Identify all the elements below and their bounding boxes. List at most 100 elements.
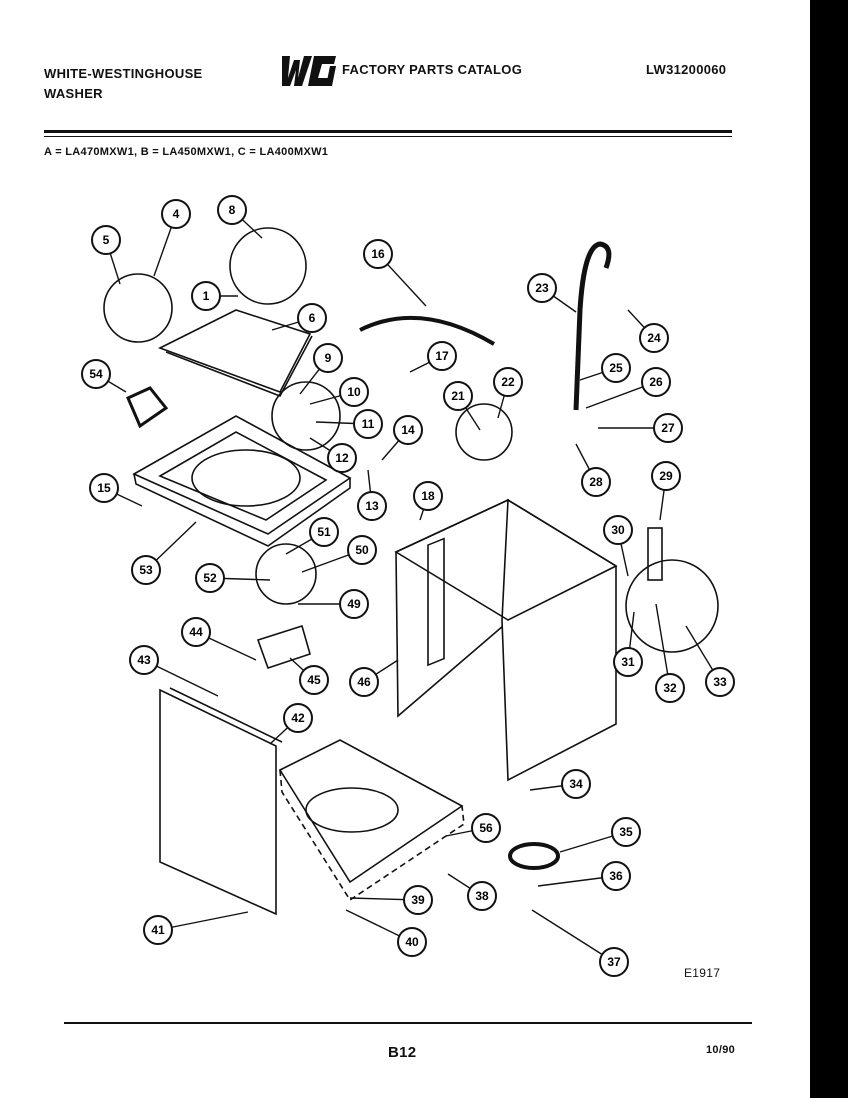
callout-5: 5 [91,225,121,285]
callout-label: 53 [139,563,153,577]
callout-51: 51 [285,517,339,555]
callout-label: 35 [619,825,633,839]
callout-45: 45 [289,657,329,695]
callout-label: 6 [309,311,316,325]
callout-label: 13 [365,499,379,513]
callout-53: 53 [131,521,197,585]
callout-22: 22 [493,367,523,419]
callout-label: 24 [647,331,661,345]
callout-15: 15 [89,473,143,507]
callout-16: 16 [363,239,427,307]
callout-41: 41 [143,911,249,945]
callout-label: 14 [401,423,415,437]
callout-12: 12 [309,437,357,473]
callout-label: 15 [97,481,111,495]
callout-label: 51 [317,525,331,539]
callout-label: 5 [103,233,110,247]
callout-54: 54 [81,359,127,393]
catalog-title: FACTORY PARTS CATALOG [342,62,523,77]
callout-label: 44 [189,625,203,639]
callout-label: 16 [371,247,385,261]
callout-42: 42 [269,703,313,745]
callout-52: 52 [195,563,271,593]
callout-39: 39 [349,885,433,915]
callout-label: 27 [661,421,675,435]
callout-17: 17 [409,341,457,373]
page-number: B12 [388,1044,417,1061]
callout-37: 37 [531,909,629,977]
callout-1: 1 [191,281,238,311]
callout-label: 21 [451,389,465,403]
callout-23: 23 [527,273,577,313]
callout-label: 4 [173,207,180,221]
callout-9: 9 [299,343,343,395]
callout-label: 42 [291,711,305,725]
callout-21: 21 [443,381,481,431]
callout-label: 9 [325,351,332,365]
footer-rule [64,1022,752,1024]
brand-name: WHITE-WESTINGHOUSE [44,66,203,81]
callout-label: 32 [663,681,677,695]
callout-38: 38 [447,873,497,911]
callout-label: 28 [589,475,603,489]
callout-label: 34 [569,777,583,791]
callout-11: 11 [315,409,383,439]
callout-31: 31 [613,611,643,677]
callout-8: 8 [217,195,263,239]
callout-label: 10 [347,385,361,399]
callout-27: 27 [598,413,683,443]
callout-32: 32 [655,603,685,703]
callout-10: 10 [309,377,369,407]
callout-44: 44 [181,617,257,661]
callout-label: 22 [501,375,515,389]
callout-14: 14 [381,415,423,461]
callout-30: 30 [603,515,633,577]
callout-label: 18 [421,489,435,503]
callout-label: 1 [203,289,210,303]
model-key: A = LA470MXW1, B = LA450MXW1, C = LA400M… [44,146,329,158]
callout-40: 40 [345,909,427,957]
callout-28: 28 [575,443,611,497]
callout-label: 56 [479,821,493,835]
callout-label: 36 [609,869,623,883]
callout-label: 49 [347,597,361,611]
front-panel [159,688,277,916]
callout-50: 50 [301,535,377,573]
callout-label: 12 [335,451,349,465]
callout-label: 46 [357,675,371,689]
callout-label: 17 [435,349,449,363]
callout-label: 33 [713,675,727,689]
callout-label: 31 [621,655,635,669]
callout-label: 54 [89,367,103,381]
callout-label: 39 [411,893,425,907]
callout-label: 40 [405,935,419,949]
callout-label: 50 [355,543,369,557]
callout-29: 29 [651,461,681,521]
callout-24: 24 [627,309,669,353]
callout-25: 25 [579,353,631,383]
callout-label: 26 [649,375,663,389]
callout-label: 8 [229,203,236,217]
callout-4: 4 [153,199,191,277]
callout-label: 29 [659,469,673,483]
figure-code: E1917 [684,966,721,980]
callout-34: 34 [529,769,591,799]
callout-label: 52 [203,571,217,585]
callout-label: 11 [362,417,375,431]
product-type: WASHER [44,86,103,101]
callout-13: 13 [357,469,387,521]
callout-label: 41 [151,923,165,937]
callout-46: 46 [349,659,399,697]
callout-label: 38 [475,889,489,903]
callout-26: 26 [585,367,671,409]
callout-33: 33 [685,625,735,697]
scan-border [810,0,848,1098]
document-number: LW31200060 [646,62,727,77]
callout-49: 49 [298,589,369,619]
callout-label: 37 [607,955,621,969]
callout-43: 43 [129,645,219,697]
wci-logo [282,56,336,86]
callout-35: 35 [559,817,641,853]
callout-label: 43 [137,653,151,667]
